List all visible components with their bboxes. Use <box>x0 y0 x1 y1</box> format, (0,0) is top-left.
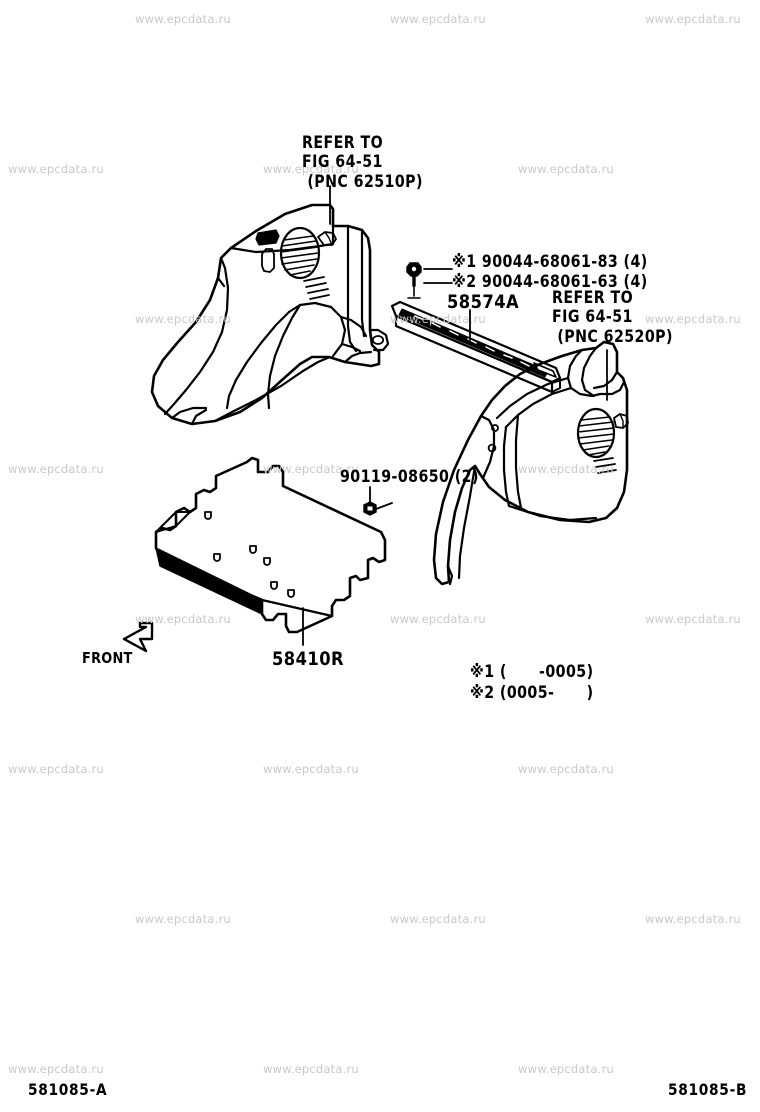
speaker-grille-left <box>279 226 321 280</box>
callout-clip-note-1: ※1 90044-68061-83 (4) <box>452 252 648 271</box>
footer-id-left: 581085-A <box>28 1080 108 1099</box>
callout-refer-right: REFER TO FIG 64-51 (PNC 62520P) <box>552 288 673 346</box>
footer-id-right: 581085-B <box>668 1080 748 1099</box>
legend-note-2: ※2 (0005- ) <box>470 683 594 702</box>
legend-note-1: ※1 ( -0005) <box>470 662 594 681</box>
part-quarter-trim-panel-left <box>150 203 390 426</box>
part-quarter-trim-panel-right <box>432 340 629 586</box>
leader-lines <box>302 185 608 646</box>
front-arrow <box>122 621 154 653</box>
callout-refer-left: REFER TO FIG 64-51 (PNC 62510P) <box>302 133 423 191</box>
part-scuff-plate <box>390 300 562 394</box>
part-deck-board <box>154 456 387 634</box>
callout-bolt: 90119-08650 (2) <box>340 467 479 486</box>
icon-clip <box>406 262 422 299</box>
speaker-grille-right <box>576 407 616 459</box>
callout-deck-board: 58410R <box>272 648 345 670</box>
icon-bolt <box>363 493 377 516</box>
callout-scuff-plate: 58574A <box>447 291 520 313</box>
callout-clip-note-2: ※2 90044-68061-63 (4) <box>452 272 648 291</box>
front-orientation-label: FRONT <box>82 649 133 667</box>
